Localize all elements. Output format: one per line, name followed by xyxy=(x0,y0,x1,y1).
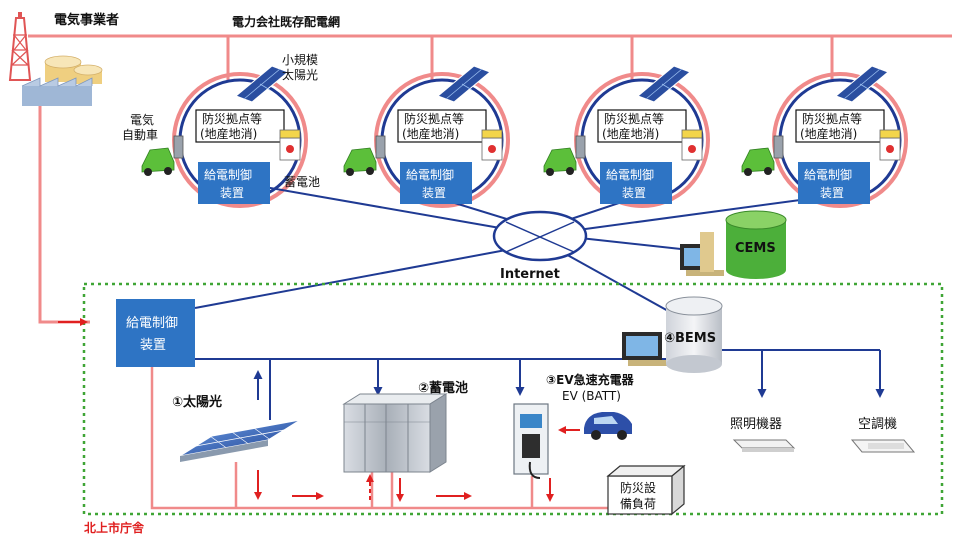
ev-car-icon xyxy=(584,412,632,440)
site-charger-icon-2 xyxy=(375,135,386,159)
battery-rack-icon xyxy=(342,393,448,473)
cems-server xyxy=(680,210,787,279)
city-hall-boundary xyxy=(82,282,944,516)
site-controller-label-1-3: 給電制御 xyxy=(606,167,654,182)
site-label-2-4: (地産地消) xyxy=(800,126,857,141)
power-flow-arrows xyxy=(254,426,580,502)
disaster-load-label-1: 防災設 xyxy=(620,480,656,495)
site-label-2-3: (地産地消) xyxy=(602,126,659,141)
battery-label: 蓄電池 xyxy=(284,175,320,189)
internet-cloud xyxy=(492,210,588,262)
internet-label: Internet xyxy=(500,267,560,282)
ev-charger-label: ③EV急速充電器 xyxy=(546,372,635,387)
site-battery-icon-1 xyxy=(279,129,301,161)
bems-label: ④BEMS xyxy=(664,331,716,346)
site-label-1-2: 防災拠点等 xyxy=(404,111,464,126)
grid-label: 電力会社既存配電網 xyxy=(232,14,340,29)
ev-batt-label: EV (BATT) xyxy=(562,389,621,403)
site-box-1 xyxy=(195,109,285,143)
site-ev-icon-3 xyxy=(543,147,577,176)
small-solar-icon-3 xyxy=(637,65,691,103)
small-solar-icon-2 xyxy=(437,65,491,103)
small-solar-label-1: 小規模 xyxy=(282,52,318,67)
city-controller-box xyxy=(116,299,195,367)
site-box-4 xyxy=(795,109,885,143)
site-charger-icon-1 xyxy=(173,135,184,159)
site-controller-label-1-4: 給電制御 xyxy=(804,167,852,182)
small-solar-icon-1 xyxy=(235,65,289,103)
solar-panel-array-icon xyxy=(179,419,301,462)
utility-label: 電気事業者 xyxy=(54,12,119,28)
city-hall-label: 北上市庁舎 xyxy=(84,520,145,535)
site-box-3 xyxy=(597,109,687,143)
lighting-label: 照明機器 xyxy=(730,417,782,432)
aircon-icon xyxy=(850,439,916,453)
site-controller-2 xyxy=(400,162,472,204)
lighting-icon xyxy=(732,439,796,452)
cems-label: CEMS xyxy=(735,241,776,256)
site-controller-label-2-2: 装置 xyxy=(422,186,446,200)
site-controller-label-2-4: 装置 xyxy=(820,186,844,200)
site-controller-1 xyxy=(198,162,270,204)
site-controller-label-1-1: 給電制御 xyxy=(204,167,252,182)
battery-label-city: ②蓄電池 xyxy=(418,380,468,396)
aircon-label: 空調機 xyxy=(858,417,897,432)
microgrid-sites: 防災拠点等(地産地消)給電制御装置防災拠点等(地産地消)給電制御装置防災拠点等(… xyxy=(141,65,901,204)
site-battery-icon-2 xyxy=(481,129,503,161)
communication-lines xyxy=(194,181,881,420)
ev-charger-icon xyxy=(513,403,549,479)
control-arrows xyxy=(253,366,885,400)
site-controller-3 xyxy=(600,162,672,204)
site-charger-icon-4 xyxy=(773,135,784,159)
city-controller-label-2: 装置 xyxy=(140,338,166,353)
site-ev-icon-4 xyxy=(741,147,775,176)
site-ev-icon-1 xyxy=(141,147,175,176)
site-controller-4 xyxy=(798,162,870,204)
site-battery-icon-3 xyxy=(681,129,703,161)
city-controller-label-1: 給電制御 xyxy=(126,316,178,331)
site-battery-icon-4 xyxy=(879,129,901,161)
solar-label: ①太陽光 xyxy=(172,394,222,410)
site-controller-label-2-1: 装置 xyxy=(220,186,244,200)
site-controller-label-1-2: 給電制御 xyxy=(406,167,454,182)
site-label-1-3: 防災拠点等 xyxy=(604,111,664,126)
bems-server xyxy=(622,296,723,373)
power-plant-icon xyxy=(8,12,103,106)
site-box-2 xyxy=(397,109,487,143)
small-solar-icon-4 xyxy=(835,65,889,103)
ev-label-2: 自動車 xyxy=(122,128,158,142)
small-solar-label-2: 太陽光 xyxy=(282,67,318,82)
ev-label-1: 電気 xyxy=(130,112,154,127)
site-charger-icon-3 xyxy=(575,135,586,159)
site-ev-icon-2 xyxy=(343,147,377,176)
disaster-load-label-2: 備負荷 xyxy=(620,496,656,511)
site-label-1-4: 防災拠点等 xyxy=(802,111,862,126)
site-label-2-1: (地産地消) xyxy=(200,126,257,141)
disaster-load-box xyxy=(606,464,686,516)
site-label-1-1: 防災拠点等 xyxy=(202,111,262,126)
site-label-2-2: (地産地消) xyxy=(402,126,459,141)
site-controller-label-2-3: 装置 xyxy=(622,186,646,200)
